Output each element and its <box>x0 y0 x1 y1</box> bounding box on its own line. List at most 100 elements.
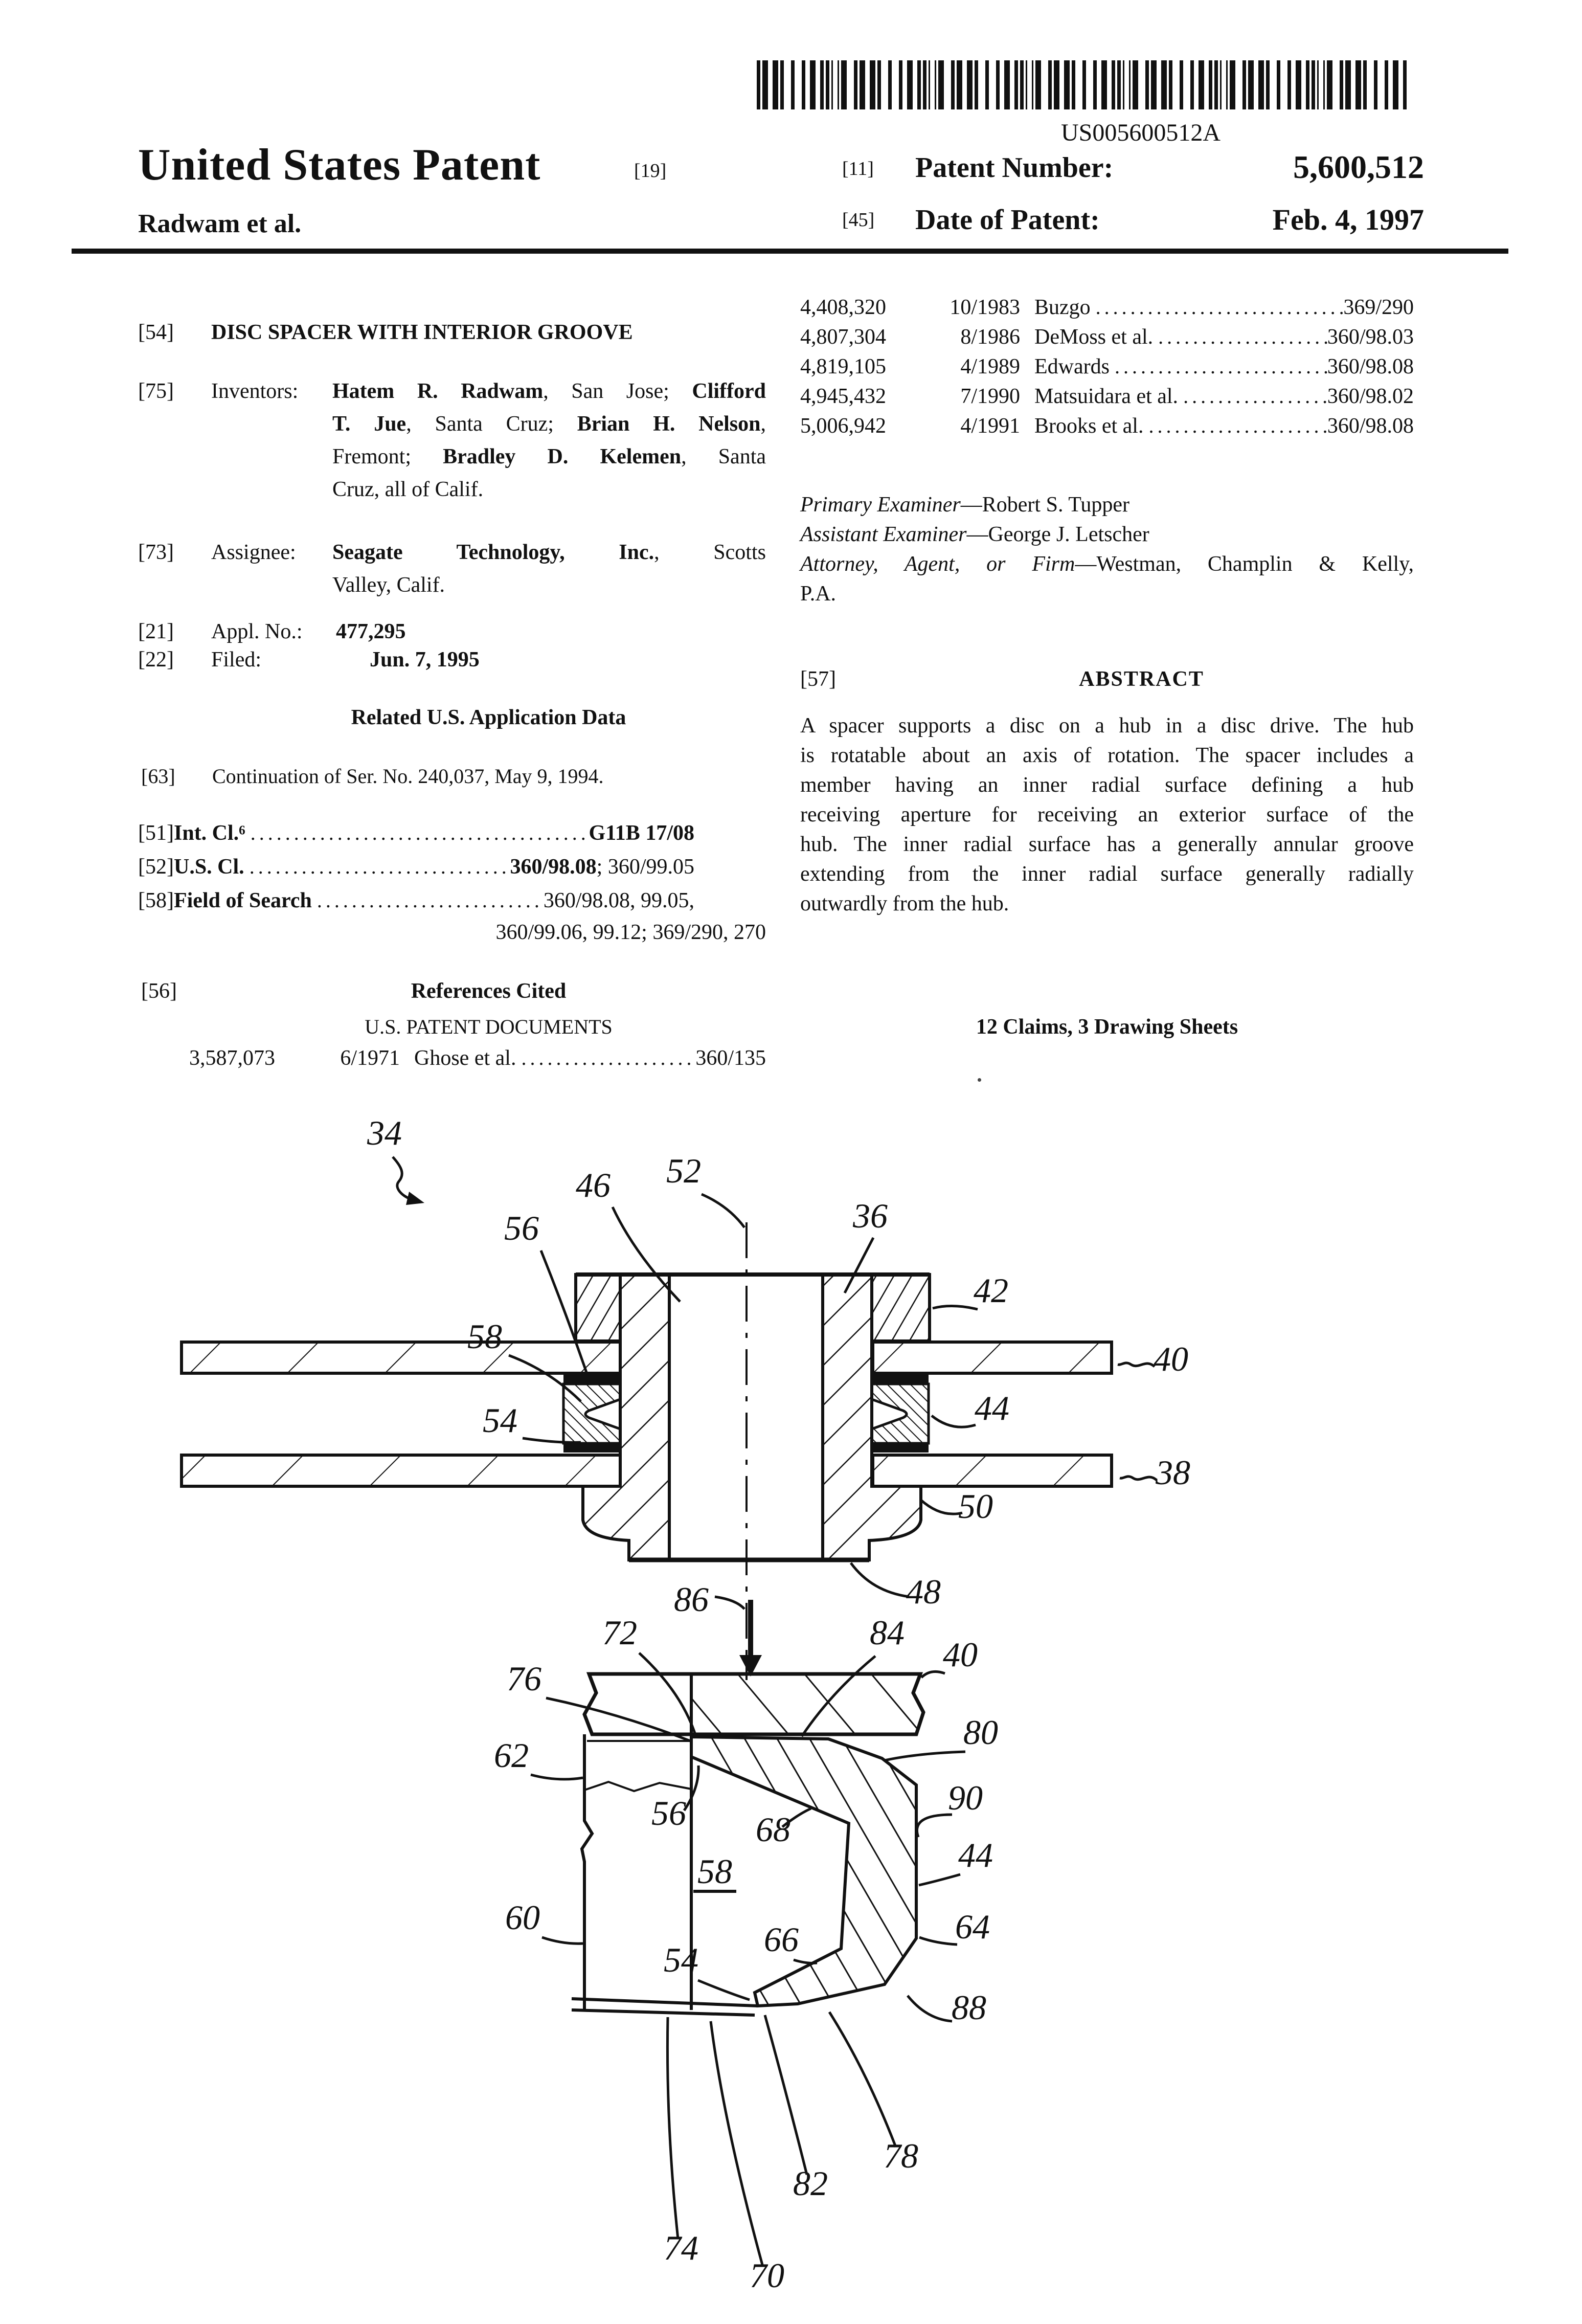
dot-leader: ........................................… <box>1095 296 1344 319</box>
section-bracket: [51] <box>138 821 174 845</box>
barcode-bar <box>1403 60 1407 109</box>
reference-cell: 360/98.02 <box>1327 385 1414 408</box>
barcode-bar <box>1112 60 1115 109</box>
barcode-bar <box>1226 60 1228 109</box>
figure-ref-label: 82 <box>793 2164 828 2203</box>
barcode-bar <box>791 60 795 109</box>
examiner-name: P.A. <box>800 582 837 606</box>
barcode-bar <box>877 60 881 109</box>
barcode-bar <box>1129 60 1131 109</box>
figure-ref-label: 40 <box>1154 1339 1188 1378</box>
barcode-bar <box>831 60 833 109</box>
barcode-bar <box>1161 60 1167 109</box>
figure-ref-label: 84 <box>870 1613 905 1652</box>
figure-ref-label: 44 <box>975 1389 1009 1427</box>
barcode-bar <box>975 60 978 109</box>
barcode-bar <box>1317 60 1319 109</box>
text-line: member having an inner radial surface de… <box>800 773 1414 797</box>
barcode-bar <box>757 60 760 109</box>
text-line: A spacer supports a disc on a hub in a d… <box>800 714 1414 738</box>
dot-leader: ........................................… <box>1114 355 1327 378</box>
fig2-leaders <box>530 1595 966 2267</box>
barcode-bar <box>1312 60 1315 109</box>
section-73-bracket: [73] <box>138 541 174 564</box>
lower-contact-lines <box>571 1997 758 2017</box>
barcode-bar <box>1374 60 1377 109</box>
barcode-bar <box>1133 60 1138 109</box>
text-line: P.A. <box>800 579 1414 609</box>
reference-cell: 7/1990 <box>960 385 1020 408</box>
examiner-name: Westman, Champlin & Kelly, <box>1096 552 1414 576</box>
section-57-bracket: [57] <box>800 667 836 691</box>
barcode-bar <box>1327 60 1332 109</box>
text-segment: , Scotts <box>654 541 766 564</box>
barcode-bar <box>780 60 784 109</box>
references-cited-heading: References Cited <box>411 979 567 1003</box>
barcode-bar <box>1214 60 1218 109</box>
figure-ref-label: 52 <box>666 1151 701 1190</box>
assignee-label: Assignee: <box>211 541 296 564</box>
barcode-bar <box>929 60 930 109</box>
barcode-bar <box>1230 60 1235 109</box>
barcode-bar <box>1123 60 1124 109</box>
spacer-left <box>562 1382 622 1445</box>
classification-row: [51]Int. Cl.⁶...........................… <box>138 816 694 850</box>
barcode-bar <box>802 60 805 109</box>
date-bracket: [45] <box>842 209 875 231</box>
barcode-bar <box>773 60 778 109</box>
figure-ref-label: 90 <box>948 1778 983 1817</box>
figure-ref-label: 76 <box>507 1659 541 1698</box>
header-rule <box>72 249 1508 254</box>
inventors-label: Inventors: <box>211 379 299 403</box>
text-line: is rotatable about an axis of rotation. … <box>800 744 1414 767</box>
reference-cell: 4,408,320 <box>800 296 886 319</box>
figure-ref-label: 58 <box>697 1852 732 1891</box>
reference-cell: 4/1991 <box>960 414 1020 438</box>
figure-ref-label: 36 <box>852 1196 888 1235</box>
figure-ref-label: 46 <box>576 1166 611 1204</box>
section-21-bracket: [21] <box>138 620 174 643</box>
reference-cell: 4,819,105 <box>800 355 886 378</box>
barcode-bar <box>1345 60 1351 109</box>
examiner-name: Robert S. Tupper <box>982 493 1129 517</box>
figure-ref-label: 80 <box>963 1713 998 1752</box>
classification-value: G11B 17/08 <box>589 817 694 850</box>
barcode-bar <box>957 60 962 109</box>
load-arrow <box>739 1600 762 1677</box>
reference-cell: 4,945,432 <box>800 385 886 408</box>
classification-row: [58]Field of Search.....................… <box>138 884 694 918</box>
continuation-text: Continuation of Ser. No. 240,037, May 9,… <box>212 765 604 788</box>
reference-cell: Matsuidara et al. <box>1034 385 1179 408</box>
figure-ref-label: 72 <box>602 1613 637 1652</box>
dot-leader: ........................................… <box>1183 385 1327 408</box>
text-line: Fremont; Bradley D. Kelemen, Santa <box>332 440 766 473</box>
barcode-bar <box>1220 60 1222 109</box>
barcode-bar <box>1004 60 1010 109</box>
barcode-bar <box>810 60 816 109</box>
barcode-bar <box>1355 60 1361 109</box>
filed-value: Jun. 7, 1995 <box>370 648 480 672</box>
examiner-role: Primary Examiner <box>800 493 961 517</box>
barcode-bar <box>967 60 973 109</box>
barcode-bar <box>1363 60 1367 109</box>
text-segment: 360/98.08, 99.05, <box>543 889 694 912</box>
page-title: United States Patent <box>138 140 541 190</box>
dot-leader: ........................................… <box>521 1046 695 1069</box>
section-22-bracket: [22] <box>138 648 174 672</box>
text-line: outwardly from the hub. <box>800 892 1009 915</box>
figure-ref-label: 56 <box>504 1209 539 1247</box>
figure-ref-label: 42 <box>974 1271 1008 1310</box>
text-line: Assistant Examiner—George J. Letscher <box>800 523 1149 546</box>
date-label: Date of Patent: <box>915 204 1100 236</box>
reference-cell: 8/1986 <box>960 325 1020 349</box>
barcode-bar <box>917 60 921 109</box>
reference-cell: 360/98.03 <box>1327 325 1414 349</box>
barcode-bar <box>951 60 955 109</box>
barcode-bar <box>1323 60 1325 109</box>
